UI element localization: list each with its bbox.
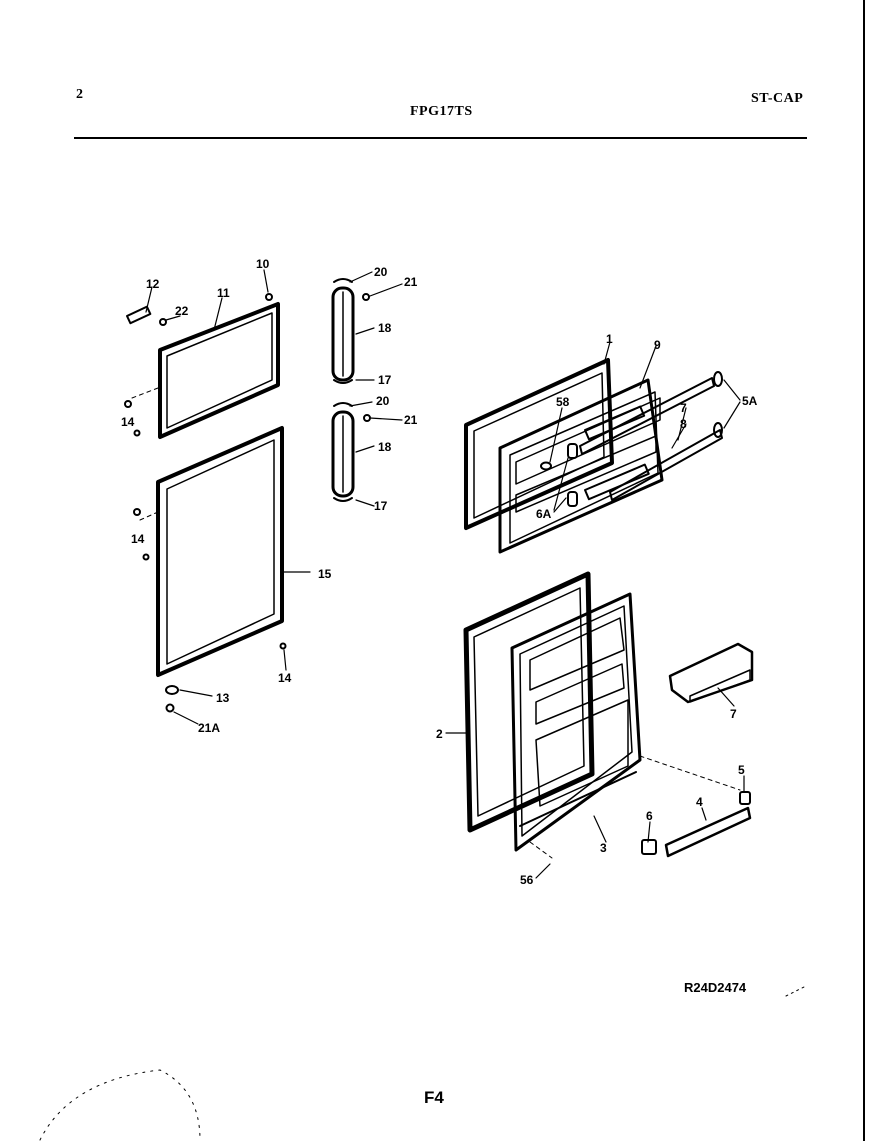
callout-6a: 6A — [536, 507, 552, 521]
model-number: FPG17TS — [410, 104, 473, 119]
callout-8: 8 — [680, 417, 687, 431]
stop-6a-lower — [567, 491, 578, 507]
callout-15: 15 — [318, 567, 332, 581]
shelf-bar-lower — [609, 429, 723, 501]
drawing-reference: R24D2474 — [684, 980, 747, 995]
callout-7-dairy: 7 — [730, 707, 737, 721]
callout-18-upper: 18 — [378, 321, 392, 335]
screw-22 — [159, 318, 167, 326]
callout-58: 58 — [556, 395, 570, 409]
callout-22: 22 — [175, 304, 189, 318]
freezer-door-gasket — [158, 302, 280, 439]
callout-21-lower: 21 — [404, 413, 418, 427]
screw-14-lower — [133, 508, 141, 516]
callout-3: 3 — [600, 841, 607, 855]
callout-14-right: 14 — [278, 671, 292, 685]
callout-18-lower: 18 — [378, 440, 392, 454]
section-code: ST-CAP — [751, 91, 804, 106]
callout-9: 9 — [654, 338, 661, 352]
handle-trim-upper — [331, 278, 355, 384]
callout-12: 12 — [146, 277, 160, 291]
fresh-food-door-liner — [510, 592, 642, 852]
fresh-food-door-gasket — [156, 426, 284, 677]
callout-56: 56 — [520, 873, 534, 887]
freezer-gasket-right — [464, 358, 614, 530]
callout-5a: 5A — [742, 394, 758, 408]
screw-21a — [165, 703, 175, 713]
fresh-food-gasket-right — [463, 571, 595, 833]
screw-21-upper — [362, 293, 370, 301]
callout-17-upper: 17 — [378, 373, 392, 387]
page-number: 2 — [76, 87, 84, 102]
page-frame-edge — [863, 0, 865, 1141]
hinge-cap-13 — [165, 685, 179, 695]
screw-14-upper-b — [133, 429, 141, 437]
shelf-bar-bottom — [664, 806, 752, 858]
screw-21-lower — [363, 414, 371, 422]
stop-6a-upper — [567, 443, 578, 459]
handle-trim-lower — [331, 402, 355, 502]
callout-13: 13 — [216, 691, 230, 705]
screw-10 — [265, 293, 273, 301]
callout-leaders — [145, 269, 745, 879]
header-rule — [74, 137, 807, 139]
callout-2: 2 — [436, 727, 443, 741]
callout-5: 5 — [738, 763, 745, 777]
callout-11: 11 — [217, 286, 230, 300]
callout-1: 1 — [606, 332, 613, 346]
callout-21a: 21A — [198, 721, 220, 735]
bar-end-5a-lower — [713, 422, 723, 438]
callout-17-lower: 17 — [374, 499, 388, 513]
callout-6: 6 — [646, 809, 653, 823]
screw-14-upper — [124, 400, 132, 408]
bar-end-6 — [641, 839, 657, 855]
callout-14-upper: 14 — [121, 415, 135, 429]
callout-20-upper: 20 — [374, 265, 388, 279]
screw-58 — [540, 461, 552, 471]
shelf-bar-upper — [579, 377, 715, 455]
callout-20-lower: 20 — [376, 394, 390, 408]
callout-7-shelf: 7 — [680, 401, 687, 415]
scan-artifacts — [39, 985, 807, 1141]
callout-10: 10 — [256, 257, 270, 271]
screw-14-lower-b — [142, 553, 150, 561]
freezer-door-liner — [498, 378, 664, 554]
callout-14-lower: 14 — [131, 532, 145, 546]
bar-end-5a-upper — [713, 371, 723, 387]
figure-number: F4 — [424, 1088, 444, 1107]
screw-14-right — [279, 642, 287, 650]
leader-dashes — [131, 387, 741, 859]
hinge-pin-part — [126, 305, 152, 325]
callout-labels: 12 22 11 10 14 14 15 14 13 21A 20 21 18 … — [121, 257, 758, 887]
dairy-door — [668, 642, 754, 704]
bar-end-5 — [739, 791, 751, 805]
callout-21-upper: 21 — [404, 275, 418, 289]
callout-4: 4 — [696, 795, 703, 809]
